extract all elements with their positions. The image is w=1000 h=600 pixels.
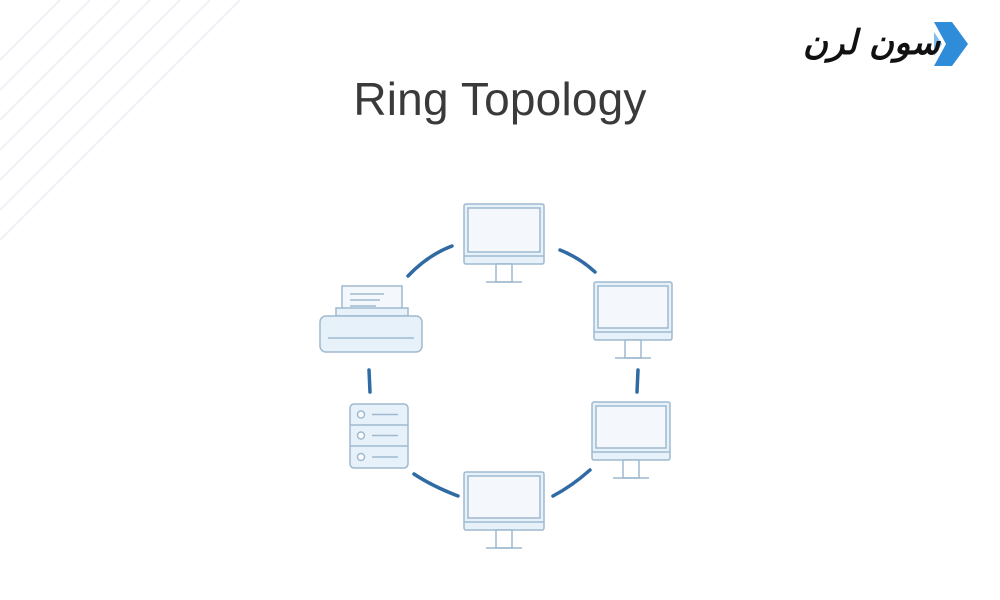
monitor-icon <box>463 203 545 283</box>
server-rack-icon <box>349 403 409 469</box>
monitor-icon <box>593 281 673 359</box>
printer-icon <box>319 285 423 353</box>
link-top-to-upper-right <box>558 248 597 274</box>
link-lower-right-to-bottom <box>551 468 592 498</box>
link-bottom-to-server <box>412 472 460 498</box>
page-title: Ring Topology <box>353 73 647 125</box>
link-upper-right-to-lower-right <box>635 368 640 394</box>
ring-connections <box>367 244 640 498</box>
link-printer-to-top <box>406 244 454 278</box>
link-server-to-printer <box>367 368 372 394</box>
brand-logo-text: سون لرن <box>803 23 940 63</box>
decorative-stripes <box>0 0 241 241</box>
flag-chevron-logo-icon <box>934 22 968 66</box>
monitor-icon <box>591 401 671 479</box>
monitor-icon <box>463 471 545 549</box>
